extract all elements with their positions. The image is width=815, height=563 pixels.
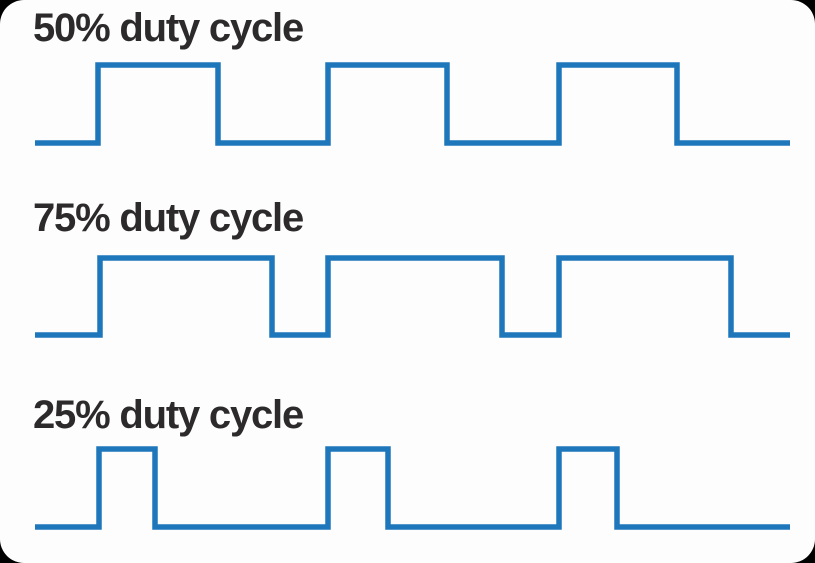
waveform-line-25 [35, 446, 790, 530]
duty-cycle-label-25: 25% duty cycle [33, 393, 304, 437]
waveform-line-50 [35, 62, 790, 146]
waveform-line-75 [35, 255, 790, 338]
duty-cycle-label-50: 50% duty cycle [33, 6, 304, 50]
duty-cycle-label-75: 75% duty cycle [33, 196, 304, 240]
